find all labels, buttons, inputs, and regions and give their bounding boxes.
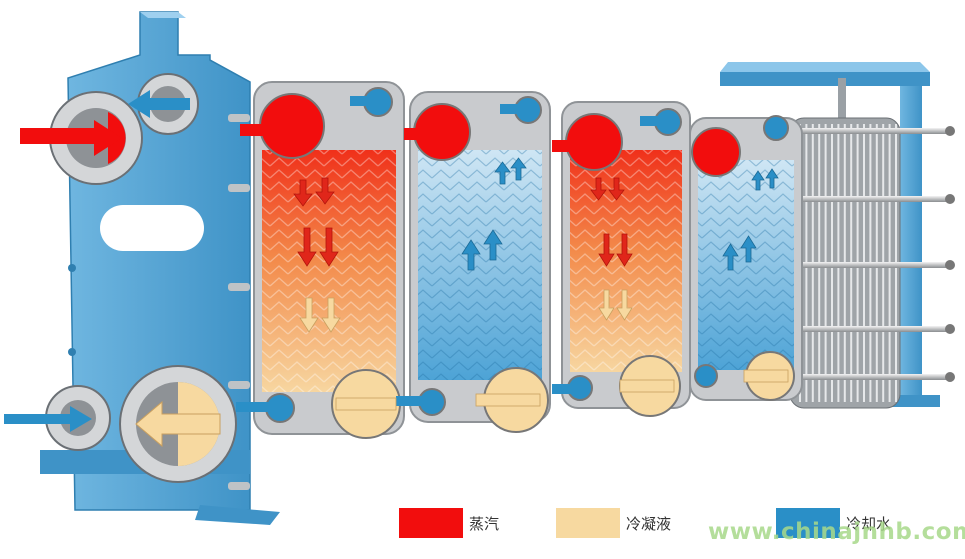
plate-cold-1 — [409, 91, 551, 433]
legend-cooling-water: 冷却水 — [776, 508, 891, 538]
condensate-flow-arrows — [299, 289, 633, 333]
legend-condensate: 冷凝液 — [556, 508, 671, 538]
legend-cooling-water-swatch — [776, 508, 840, 538]
legend-steam: 蒸汽 — [399, 508, 499, 538]
legend-condensate-swatch — [556, 508, 620, 538]
cooling-outlet-nozzle — [128, 73, 199, 135]
cooling-inlet-nozzle — [4, 385, 111, 451]
condensate-outlet-nozzle — [119, 365, 237, 483]
steam-inlet-nozzle — [20, 91, 143, 185]
condensate-ports — [335, 369, 789, 411]
steam-ports — [240, 124, 588, 152]
steam-flow-arrows — [293, 177, 633, 267]
cooling-flow-arrows — [461, 157, 779, 271]
tie-rods — [800, 126, 955, 382]
legend-condensate-label: 冷凝液 — [626, 514, 672, 533]
legend-cooling-water-label: 冷却水 — [846, 514, 892, 533]
cooling-ports — [236, 96, 668, 412]
watermark: www.chinajnhb.com — [708, 519, 965, 545]
legend-steam-swatch — [399, 508, 463, 538]
legend-steam-label: 蒸汽 — [469, 514, 500, 533]
